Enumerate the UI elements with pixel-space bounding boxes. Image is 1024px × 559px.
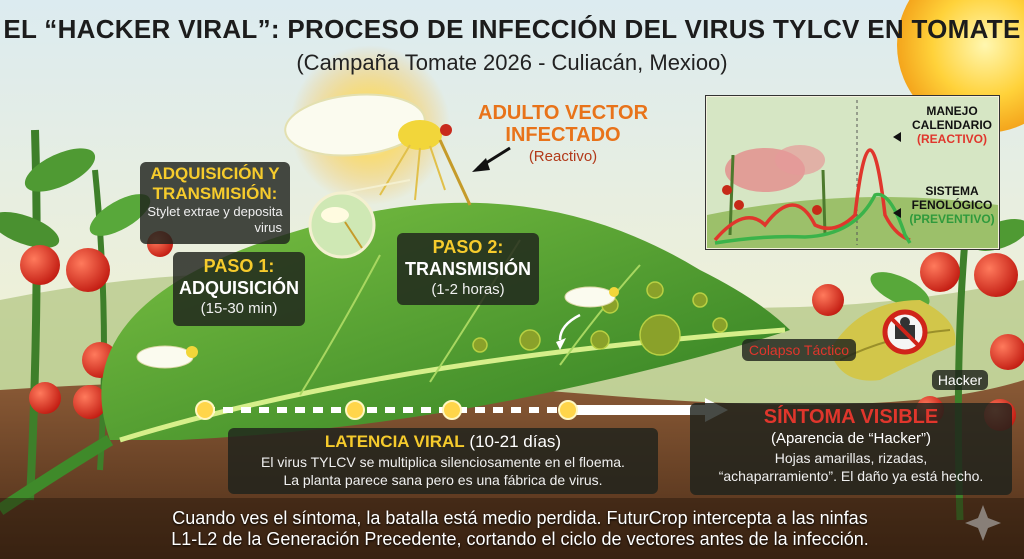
acq-trans-desc-line2: virus xyxy=(254,220,282,235)
inset-chart xyxy=(705,95,1000,250)
preventive-curve xyxy=(714,192,912,245)
timeline-dot xyxy=(442,400,462,420)
no-hacker-icon xyxy=(882,309,928,355)
vector-label: ADULTO VECTOR INFECTADO (Reactivo) xyxy=(478,102,648,168)
step2-box: PASO 2: TRANSMISIÓN (1-2 horas) xyxy=(397,233,539,305)
tomato-plants-left xyxy=(0,129,173,501)
virus-icon xyxy=(472,281,728,356)
transfer-arrow xyxy=(558,313,581,341)
collapse-label: Colapso Táctico xyxy=(742,339,856,361)
latency-title: LATENCIA VIRAL xyxy=(324,432,465,451)
acq-trans-title-line2: TRANSMISIÓN: xyxy=(152,184,278,203)
latency-days: (10-21 días) xyxy=(469,432,562,451)
whitefly-adult-icon xyxy=(284,45,472,206)
reactive-line1: MANEJO xyxy=(926,104,978,118)
step2-time: (1-2 horas) xyxy=(431,281,505,298)
symptom-line2: “achaparramiento”. El daño ya está hecho… xyxy=(718,468,984,484)
preventive-note: (PREVENTIVO) xyxy=(909,212,995,226)
step2-label: PASO 2: xyxy=(432,237,504,257)
timeline xyxy=(195,398,728,422)
step1-label: PASO 1: xyxy=(203,256,275,276)
hacker-label: Hacker xyxy=(932,370,988,390)
step2-name: TRANSMISIÓN xyxy=(405,259,531,279)
magnifier-icon xyxy=(308,179,411,259)
vector-note: (Reactivo) xyxy=(528,148,598,165)
whitefly-small-icon xyxy=(136,286,619,369)
timeline-dot xyxy=(195,400,215,420)
inset-reactive-label: MANEJO CALENDARIO (REACTIVO) xyxy=(908,104,996,146)
step1-name: ADQUISICIÓN xyxy=(178,278,299,298)
page-subtitle: (Campaña Tomate 2026 - Culiacán, Mexioo) xyxy=(296,50,728,75)
symptom-line1: Hojas amarillas, rizadas, xyxy=(774,450,928,466)
timeline-dot xyxy=(558,400,578,420)
preventive-line2: FENOLÓGICO xyxy=(911,198,993,212)
footer-line1: Cuando ves el síntoma, la batalla está m… xyxy=(172,508,868,528)
inset-plants xyxy=(722,154,827,236)
reactive-line2: CALENDARIO xyxy=(912,118,992,132)
footer-text: Cuando ves el síntoma, la batalla está m… xyxy=(90,508,950,550)
footer-line2: L1-L2 de la Generación Precedente, corta… xyxy=(171,529,869,549)
step1-box: PASO 1: ADQUISICIÓN (15-30 min) xyxy=(173,252,305,326)
reactive-note: (REACTIVO) xyxy=(917,132,987,146)
acq-trans-title-line1: ADQUISICIÓN Y xyxy=(150,164,280,183)
sparkle-icon xyxy=(965,505,1001,541)
latency-line1: El virus TYLCV se multiplica silenciosam… xyxy=(261,454,625,470)
symptom-subtitle: (Aparencia de “Hacker”) xyxy=(770,430,932,447)
reactive-curve xyxy=(713,148,911,242)
symptom-box: SÍNTOMA VISIBLE (Aparencia de “Hacker”) … xyxy=(690,403,1012,495)
latency-line2: La planta parece sana pero es una fábric… xyxy=(283,472,603,488)
vector-title-line1: ADULTO VECTOR xyxy=(478,102,649,124)
timeline-dot xyxy=(345,400,365,420)
page-title: EL “HACKER VIRAL”: PROCESO DE INFECCIÓN … xyxy=(3,14,1021,44)
preventive-line1: SISTEMA xyxy=(925,184,979,198)
latency-box: LATENCIA VIRAL (10-21 días) El virus TYL… xyxy=(228,428,658,494)
inset-preventive-label: SISTEMA FENOLÓGICO (PREVENTIVO) xyxy=(906,184,998,226)
step1-time: (15-30 min) xyxy=(200,300,278,317)
virus-particles xyxy=(472,281,728,356)
acquisition-transmission-box: ADQUISICIÓN Y TRANSMISIÓN: Stylet extrae… xyxy=(140,162,290,244)
vector-title-line2: INFECTADO xyxy=(505,124,621,146)
acq-trans-desc-line1: Stylet extrae y deposita xyxy=(147,204,283,219)
symptom-title: SÍNTOMA VISIBLE xyxy=(763,406,939,428)
